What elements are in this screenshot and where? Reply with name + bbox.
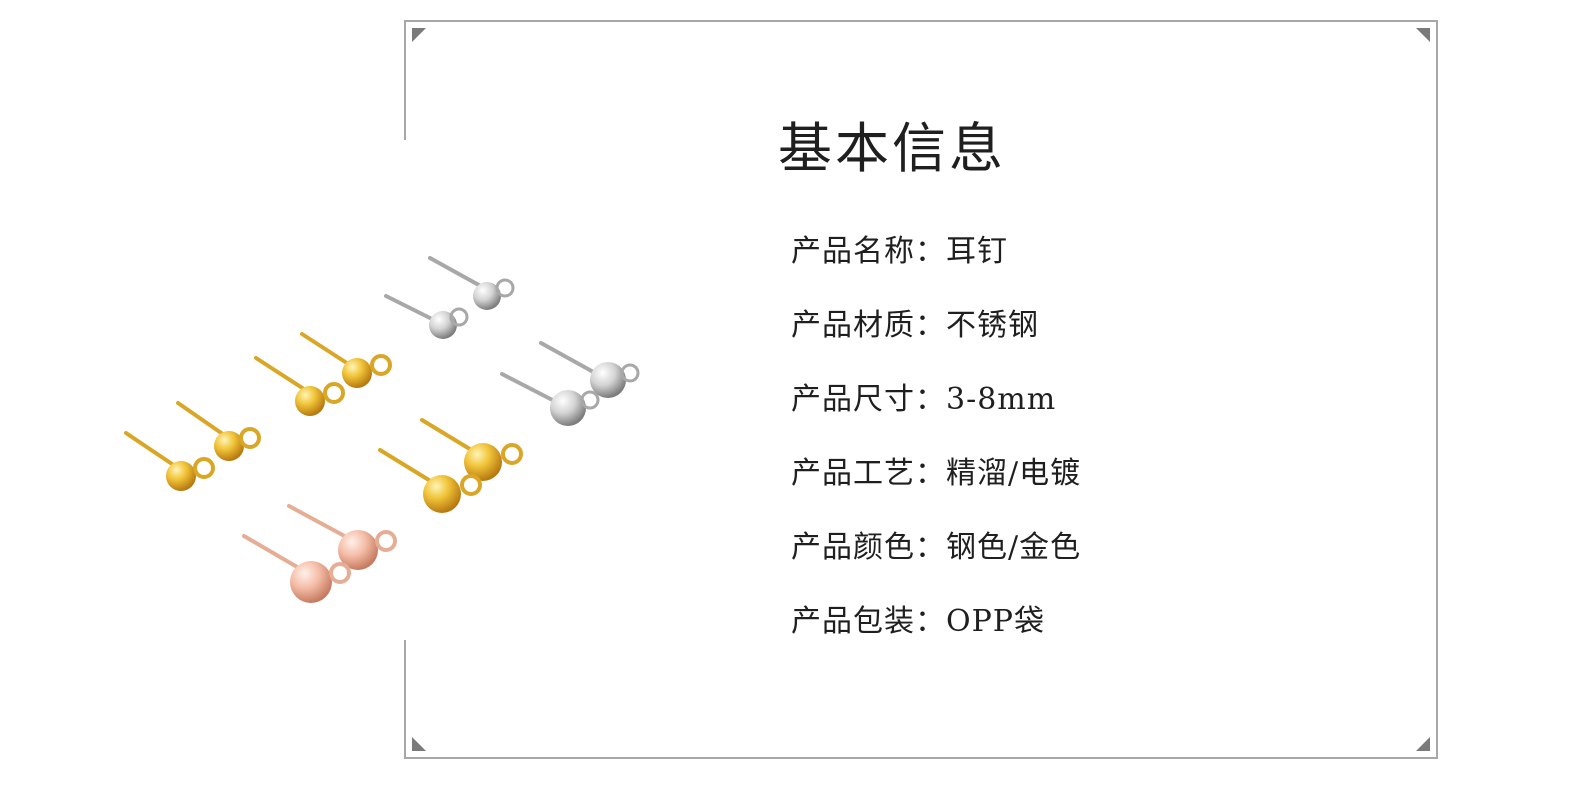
ball-stud-earrings-image [124,256,640,603]
product-color-label: 产品颜色： [791,530,946,565]
basic-info-title: 基本信息 [778,117,1006,180]
product-size-value: 3-8mm [946,382,1057,417]
product-packaging-label: 产品包装： [791,604,946,639]
product-packaging-row: 产品包装：OPP袋 [791,600,1081,674]
product-name-label: 产品名称： [791,234,946,269]
product-process-label: 产品工艺： [791,456,946,491]
gold-earring-pair-middle [254,332,392,416]
product-name-row: 产品名称：耳钉 [791,230,1081,304]
bottom-right-corner-mark [1416,737,1430,751]
product-packaging-value: OPP袋 [946,604,1045,639]
product-process-value: 精溜/电镀 [946,456,1082,491]
product-size-row: 产品尺寸：3-8mm [791,378,1081,452]
product-size-label: 产品尺寸： [791,382,946,417]
frame-gap [398,140,408,640]
gold-earring-pair-left [124,401,261,491]
product-process-row: 产品工艺：精溜/电镀 [791,452,1081,526]
bottom-left-corner-mark [412,737,426,751]
product-material-value: 不锈钢 [946,308,1039,343]
top-left-corner-mark [412,28,426,42]
steel-earring-pair-right [500,341,640,426]
product-material-row: 产品材质：不锈钢 [791,304,1081,378]
gold-earring-pair-right [378,418,523,513]
rose-gold-earring-pair [242,504,397,603]
steel-earring-pair [384,256,515,339]
top-right-corner-mark [1416,28,1430,42]
product-color-value: 钢色/金色 [946,530,1082,565]
info-frame [404,20,1438,759]
product-name-value: 耳钉 [946,234,1008,269]
product-info-list: 产品名称：耳钉 产品材质：不锈钢 产品尺寸：3-8mm 产品工艺：精溜/电镀 产… [791,230,1081,674]
product-color-row: 产品颜色：钢色/金色 [791,526,1081,600]
product-material-label: 产品材质： [791,308,946,343]
